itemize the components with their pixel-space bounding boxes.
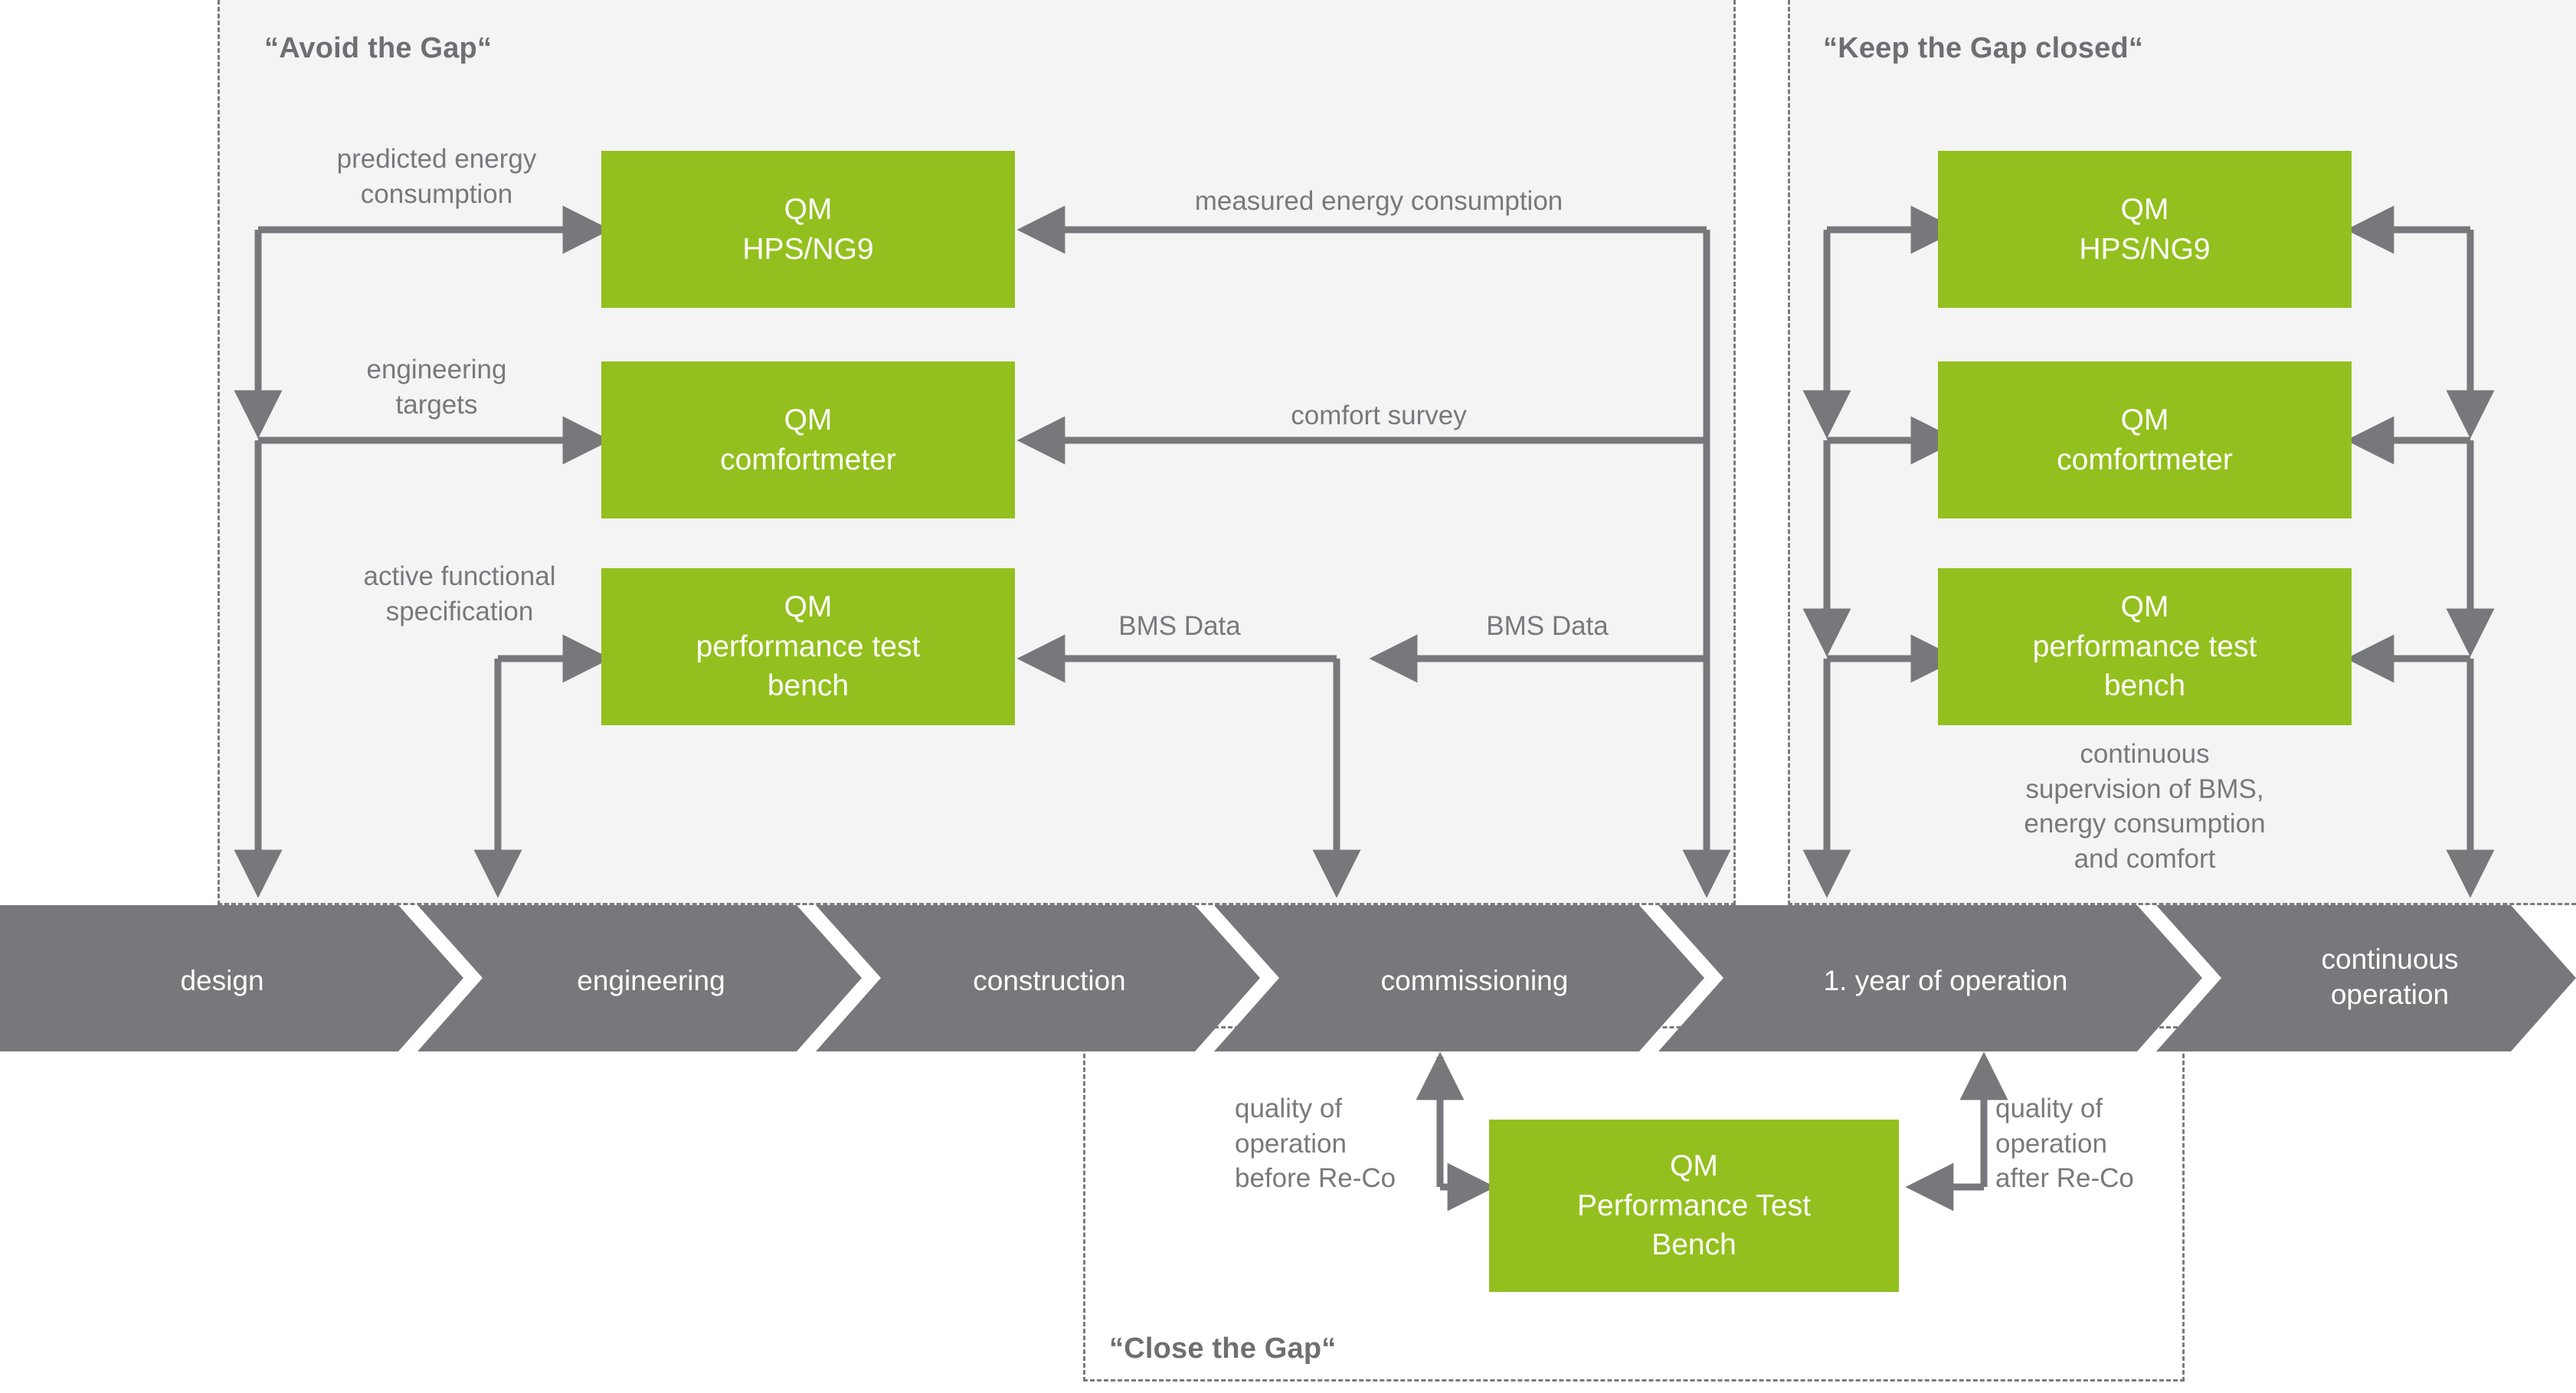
label-bms-data-right: BMS Data <box>1486 611 1609 641</box>
box-line-2: HPS/NG9 <box>2079 232 2211 266</box>
box-line-2: Performance Test <box>1577 1189 1811 1222</box>
box-line-1: QM <box>784 193 833 227</box>
label-comfort-survey: comfort survey <box>1291 401 1467 430</box>
label-engineering-targets: engineering targets <box>366 355 507 420</box>
box-qm-performance-test-bench-keep[interactable]: QM performance test bench <box>1938 568 2352 725</box>
phase-label-commissioning[interactable]: commissioning <box>1380 965 1569 996</box>
label-quality-before-reco: quality of operation before Re-Co <box>1235 1094 1396 1193</box>
box-qm-hps-ng9-avoid[interactable]: QM HPS/NG9 <box>601 151 1015 308</box>
box-qm-comfortmeter-avoid[interactable]: QM comfortmeter <box>601 361 1015 518</box>
box-line-1: QM <box>2120 193 2169 227</box>
label-measured-energy-consumption: measured energy consumption <box>1194 186 1563 216</box>
box-qm-performance-test-bench-avoid[interactable]: QM performance test bench <box>601 568 1015 725</box>
box-qm-performance-test-bench-close[interactable]: QM Performance Test Bench <box>1489 1120 1899 1292</box>
phase-label-continuous-operation[interactable]: continuous operation <box>2321 943 2459 1011</box>
box-qm-hps-ng9-keep[interactable]: QM HPS/NG9 <box>1938 151 2352 308</box>
box-line-3: Bench <box>1651 1228 1736 1262</box>
phase-label-engineering[interactable]: engineering <box>577 965 725 996</box>
panel-avoid-title: “Avoid the Gap“ <box>264 32 493 64</box>
box-line-3: bench <box>2103 669 2186 703</box>
panel-close-title: “Close the Gap“ <box>1109 1333 1337 1365</box>
box-line-1: QM <box>784 590 833 624</box>
box-line-3: bench <box>767 669 849 703</box>
label-continuous-supervision: continuous supervision of BMS, energy co… <box>2024 739 2266 874</box>
box-line-2: performance test <box>2032 629 2257 663</box>
phase-label-first-year-of-operation[interactable]: 1. year of operation <box>1823 965 2068 996</box>
label-quality-after-reco: quality of operation after Re-Co <box>1995 1094 2134 1193</box>
box-line-2: comfortmeter <box>720 443 896 476</box>
phase-label-construction[interactable]: construction <box>973 965 1126 996</box>
panel-keep-title: “Keep the Gap closed“ <box>1823 32 2144 64</box>
box-qm-comfortmeter-keep[interactable]: QM comfortmeter <box>1938 361 2352 518</box>
phase-label-design[interactable]: design <box>180 965 264 996</box>
box-line-1: QM <box>2120 404 2169 437</box>
box-line-1: QM <box>2120 590 2169 624</box>
box-line-2: comfortmeter <box>2057 443 2233 476</box>
box-line-1: QM <box>1670 1149 1718 1183</box>
box-line-2: performance test <box>696 629 921 663</box>
box-line-1: QM <box>784 404 833 437</box>
label-predicted-energy-consumption: predicted energy consumption <box>336 144 537 209</box>
box-line-2: HPS/NG9 <box>742 232 874 266</box>
label-bms-data-left: BMS Data <box>1118 611 1241 641</box>
label-active-functional-specification: active functional specification <box>363 561 556 626</box>
